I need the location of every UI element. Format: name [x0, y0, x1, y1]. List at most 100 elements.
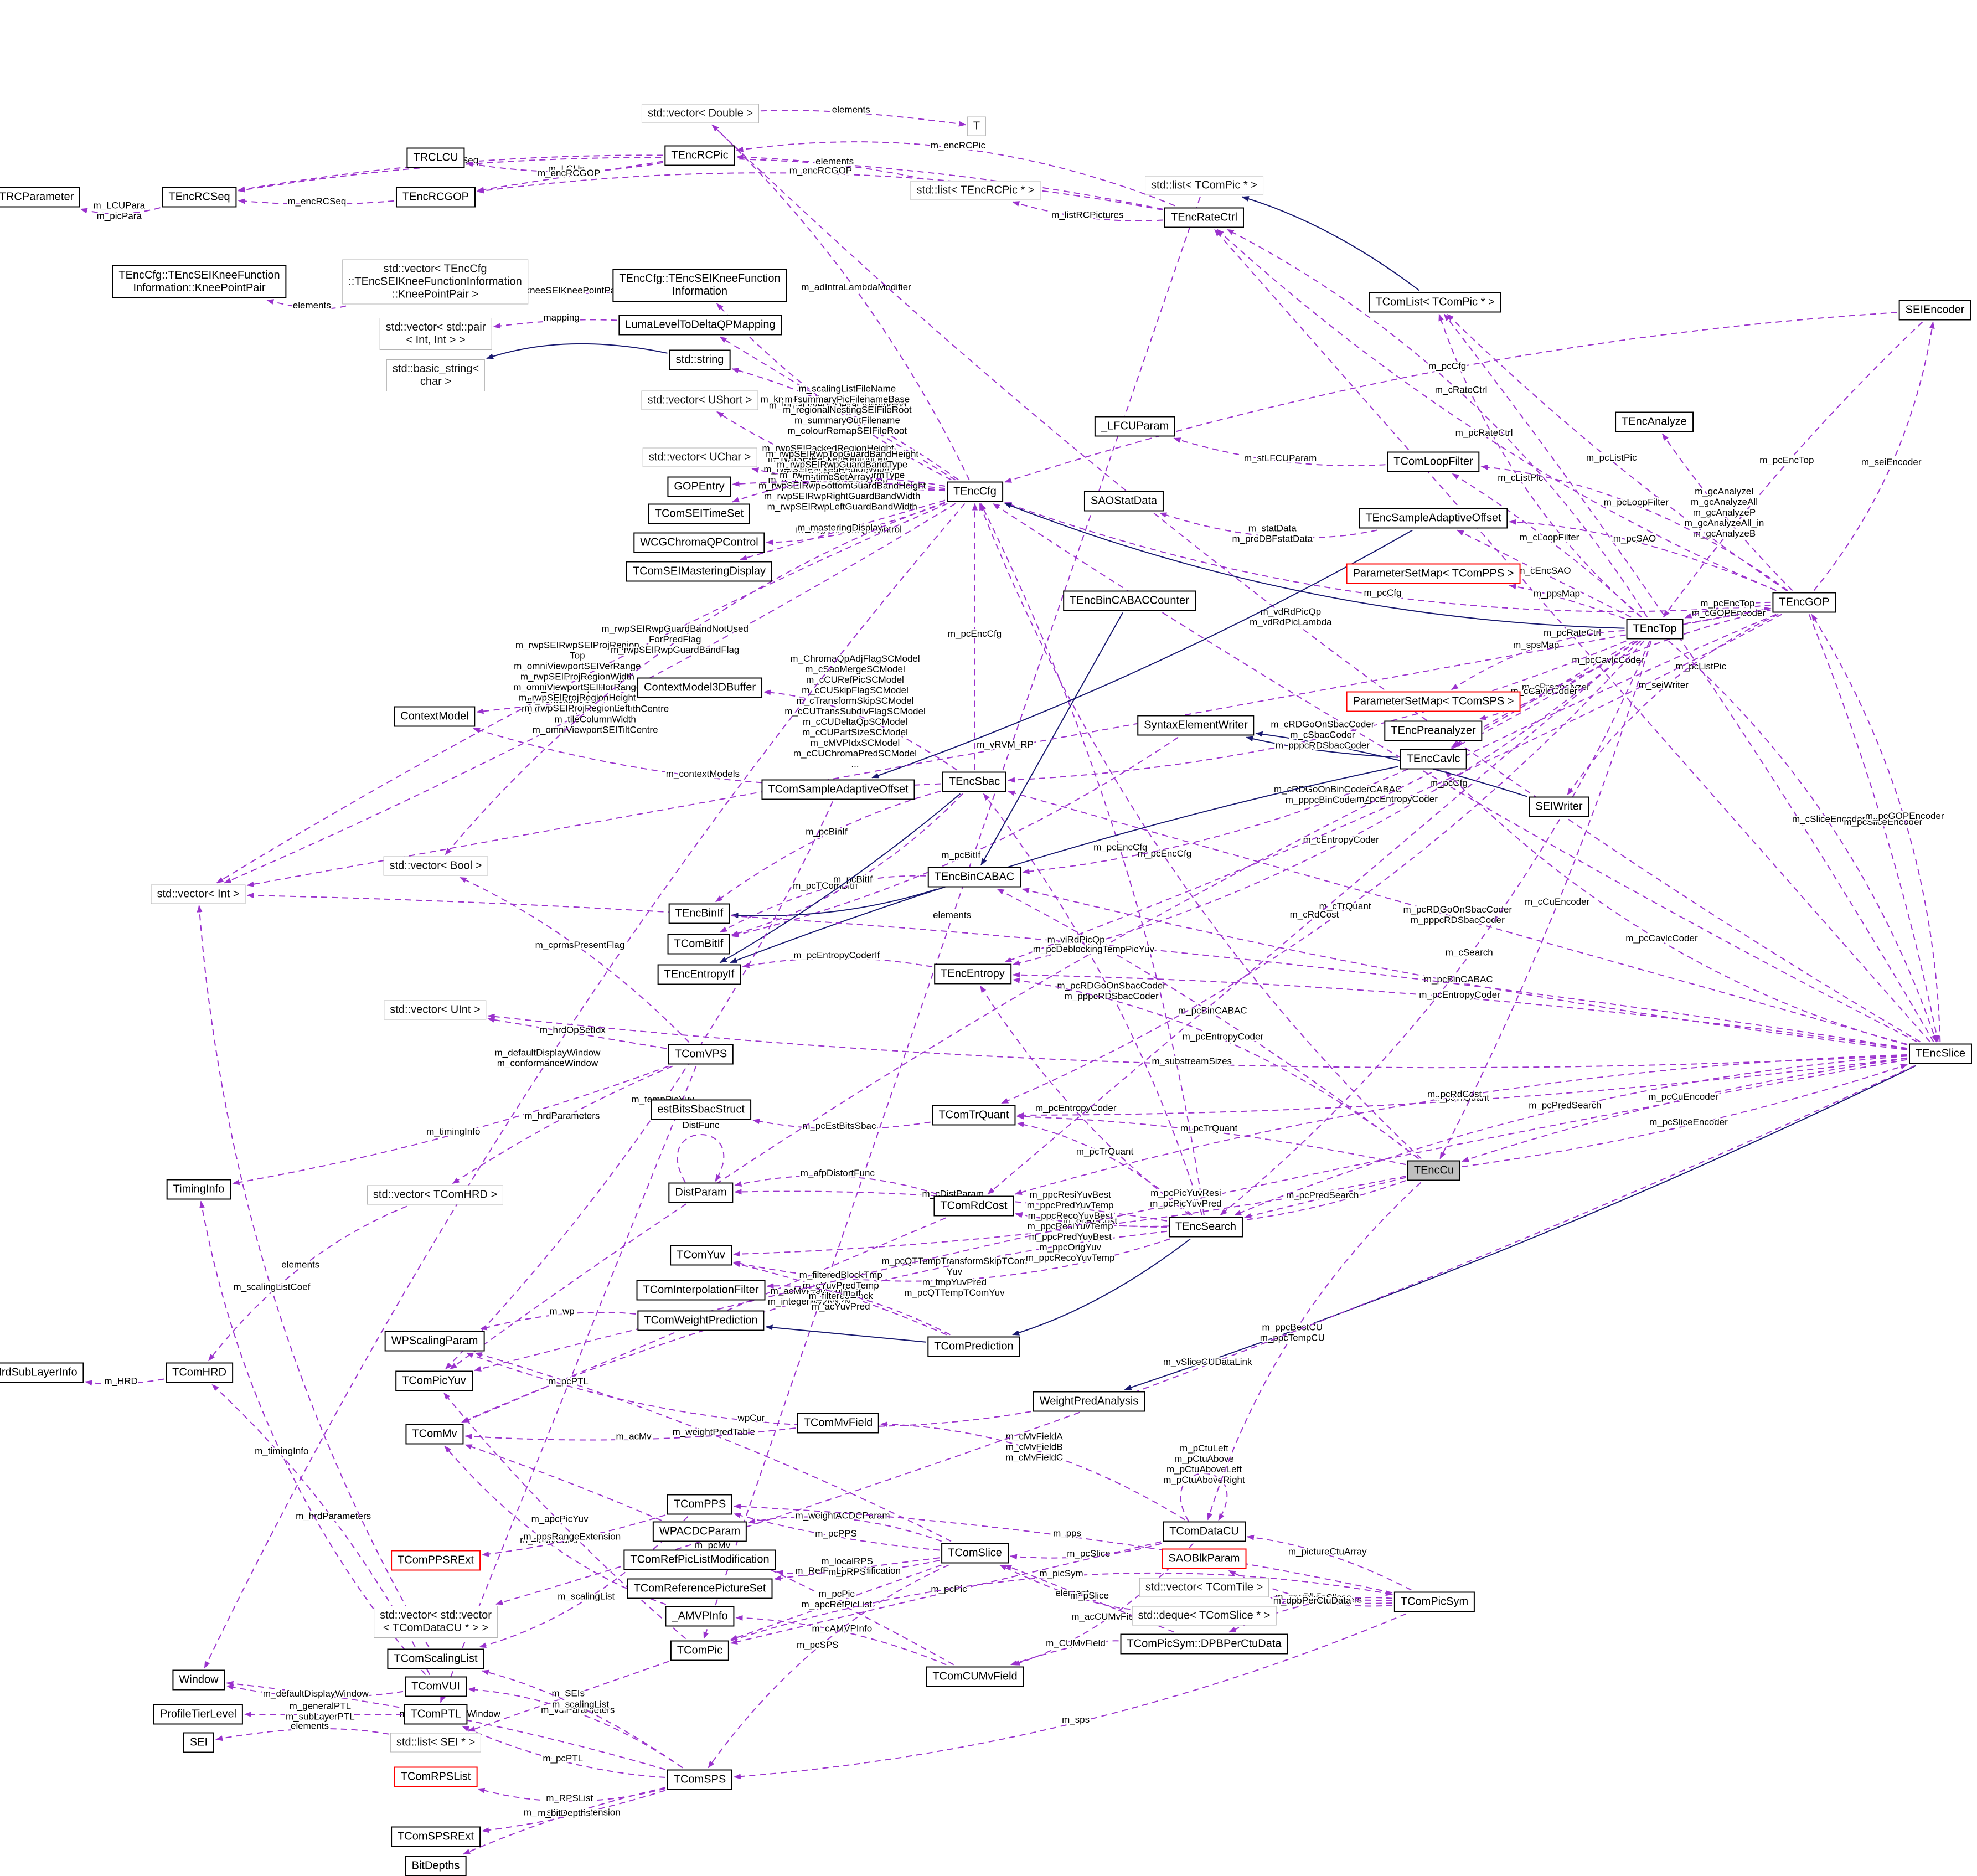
class-node-sei: SEI — [183, 1732, 215, 1753]
edge-label: m_cCuEncoder — [1525, 896, 1590, 907]
class-node-binctr: TEncBinCABACCounter — [1063, 590, 1196, 611]
class-node-ctx3d: ContextModel3DBuffer — [637, 677, 762, 698]
edge-hrd-hrdsub: m_HRD — [85, 1374, 164, 1388]
edge-enccu-bincabac: m_pcBinCABAC — [997, 888, 1419, 1159]
edge-encgop-ratectrl: m_pcRateCtrl — [1216, 229, 1777, 591]
edge-vui-win: m_defaultDisplayWindow — [226, 1684, 404, 1700]
edge-encslice-encgop: m_pcGOPEncoder — [1811, 614, 1945, 1042]
edge-label: m_pcEntropyCoder — [1419, 989, 1500, 1000]
edge-label: elements — [815, 156, 854, 167]
edge-entropy-entif: m_pcEntropyCoderIf — [742, 949, 933, 968]
edge-label: m_encRCGOP — [538, 168, 600, 178]
edge-label: m_contextModels — [666, 769, 740, 779]
class-node-trquant: TComTrQuant — [932, 1105, 1016, 1126]
class-node-vdbl: std::vector< Double > — [641, 104, 760, 123]
class-node-dqslice: std::deque< TComSlice * > — [1132, 1606, 1277, 1626]
class-node-luma: LumaLevelToDeltaQPMapping — [618, 315, 782, 336]
edge-vps-timing: m_timingInfo — [232, 1065, 669, 1186]
edge-sstr-bstr — [486, 343, 668, 359]
edge-enctop-encsao: m_cEncSAO — [1457, 529, 1632, 618]
class-node-hrd: TComHRD — [166, 1362, 233, 1383]
edge-picsym-datacu: m_pictureCtuArray — [1247, 1534, 1412, 1591]
edge-label: m_HRD — [104, 1375, 137, 1386]
edge-label: m_pcSliceEncoder — [1649, 1117, 1728, 1127]
edge-label: m_acCUMvField — [1071, 1611, 1141, 1622]
edge-label: m_cRdCost — [1290, 909, 1339, 920]
class-node-cfg: TEncCfg — [947, 481, 1003, 502]
edge-encsao-tcomsao — [871, 529, 1413, 779]
class-node-vui: TComVUI — [405, 1676, 467, 1697]
edge-pps-scal: m_scalingList — [479, 1516, 689, 1648]
edge-label: m_pSlice — [1070, 1590, 1109, 1601]
edge-label: m_tileParameters — [1288, 1594, 1362, 1605]
edge-cumvf-amvp: m_cAMVPInfo — [735, 1615, 947, 1666]
edge-sbac-ctx: m_contextModels — [472, 728, 941, 787]
edge-label: m_encRCGOP — [789, 166, 852, 176]
edge-label: m_adIntraLambdaModifier — [801, 282, 911, 292]
edge-encgop-picyuv: m_pcDeblockingTempPicYuv — [450, 614, 1777, 1370]
class-node-vhrd: std::vector< TComHRD > — [367, 1185, 504, 1205]
edge-search-trquant: m_pcTrQuant — [1016, 1122, 1193, 1216]
edge-sps-scal: m_scalingList — [482, 1669, 683, 1769]
edge-label: m_defaultDisplayWindow — [263, 1688, 369, 1699]
edge-label: m_cListPic — [1498, 472, 1544, 483]
edge-pps-ppsrext: m_ppsRangeExtension — [482, 1514, 666, 1557]
class-node-lrcpic: std::list< TEncRCPic * > — [910, 181, 1041, 200]
edge-encgop-loopf: m_pcLoopFilter — [1480, 464, 1788, 591]
edge-vps-vbool: m_cprmsPresentFlag — [459, 877, 690, 1043]
edge-label: m_pcEntropyCoder — [1035, 1102, 1117, 1113]
edge-sps-rpsl: m_RPSList — [477, 1787, 666, 1805]
edge-label: m_scalingListCoef — [234, 1282, 311, 1292]
edge-label: m_sps — [1062, 1714, 1090, 1725]
class-node-lpic: std::list< TComPic * > — [1145, 176, 1263, 195]
edge-label: m_vuiParameters — [541, 1705, 615, 1715]
class-node-slice: TComSlice — [941, 1543, 1009, 1564]
edge-picsym-sps: m_sps — [734, 1613, 1407, 1780]
class-node-distp: DistParam — [668, 1182, 734, 1203]
edge-label: m_viRdPicQp — [1047, 934, 1105, 945]
edge-encgop-seiw: m_seiWriter — [1567, 614, 1779, 796]
edge-sps-ptl: m_pcPTL — [462, 1725, 666, 1778]
edge-sps-vui: m_vuiParameters — [468, 1687, 683, 1769]
edge-label: m_acMv — [616, 1431, 652, 1442]
edge-cfg-gope: m_GOPList — [732, 472, 946, 489]
edge-encgop-enctop: m_pcEncTop — [1684, 596, 1771, 619]
edge-encgop-seienc: m_seiEncoder — [1813, 321, 1935, 591]
edge-label: m_pcSAO — [1613, 533, 1656, 544]
edge-label: wpCur — [737, 1413, 765, 1423]
edge-label: m_RPSList — [546, 1793, 593, 1803]
edge-label: m_pcEncTop — [1700, 598, 1754, 609]
class-node-ptlvl: ProfileTierLevel — [153, 1704, 244, 1725]
edge-label: m_bitDepths — [538, 1807, 590, 1818]
edge-enctop-rdcost: m_cRdCost — [987, 640, 1642, 1195]
edge-sbac-binif: m_pcBinIf — [715, 790, 941, 903]
edge-encslice-cavlc: m_pcCavlcCoder — [1444, 770, 1908, 1045]
edge-enctop-ratectrl: m_cRateCtrl — [1226, 229, 1648, 618]
class-node-hrdsub: HrdSubLayerInfo — [0, 1362, 84, 1383]
class-node-seienc: SEIEncoder — [1898, 300, 1971, 321]
class-node-ratectrl: TEncRateCtrl — [1164, 207, 1245, 228]
edge-label: m_vSliceCUDataLink — [1163, 1357, 1252, 1367]
edge-label: m_cCavlcCoder — [1511, 686, 1578, 697]
edge-enctop-loopf: m_cLoopFilter — [1452, 473, 1642, 618]
class-node-encsao: TEncSampleAdaptiveOffset — [1359, 508, 1508, 529]
edge-label: m_pcTrQuant — [1076, 1146, 1134, 1157]
